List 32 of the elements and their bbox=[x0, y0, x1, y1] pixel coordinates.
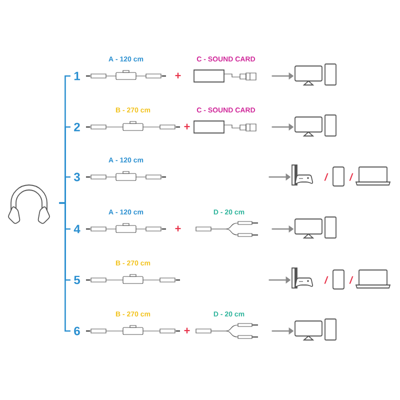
sound-card-drawing bbox=[194, 70, 256, 82]
devices-drawing bbox=[292, 268, 391, 290]
slash-separator: / bbox=[349, 276, 354, 284]
cable-drawing bbox=[86, 171, 166, 181]
slash-separator: / bbox=[324, 276, 328, 284]
slash-separator: / bbox=[324, 173, 328, 181]
devices-drawing bbox=[294, 114, 336, 136]
headphones-drawing bbox=[8, 184, 50, 224]
cable-drawing bbox=[86, 274, 180, 284]
cable-drawing bbox=[86, 325, 180, 335]
cable-drawing bbox=[86, 223, 166, 233]
devices-drawing bbox=[294, 318, 336, 340]
bracket-line bbox=[59, 202, 70, 332]
plus-sign: + bbox=[175, 226, 181, 232]
step-number: 3 bbox=[74, 172, 80, 182]
plus-sign: + bbox=[175, 72, 181, 78]
devices-drawing bbox=[294, 64, 336, 86]
slash-separator: / bbox=[349, 173, 354, 181]
cable-drawing bbox=[86, 121, 180, 131]
splitter-cable-drawing bbox=[196, 323, 258, 339]
step-number: 2 bbox=[74, 122, 80, 132]
devices-drawing bbox=[294, 216, 336, 238]
sound-card-drawing bbox=[194, 120, 256, 134]
step-number: 5 bbox=[74, 276, 80, 284]
devices-drawing bbox=[292, 164, 391, 186]
step-number: 4 bbox=[74, 224, 80, 234]
splitter-cable-drawing bbox=[196, 221, 258, 237]
step-number: 6 bbox=[74, 326, 80, 336]
plus-sign: + bbox=[184, 328, 190, 334]
step-number: 1 bbox=[74, 72, 80, 80]
cable-drawing bbox=[86, 70, 166, 80]
plus-sign: + bbox=[184, 124, 190, 130]
